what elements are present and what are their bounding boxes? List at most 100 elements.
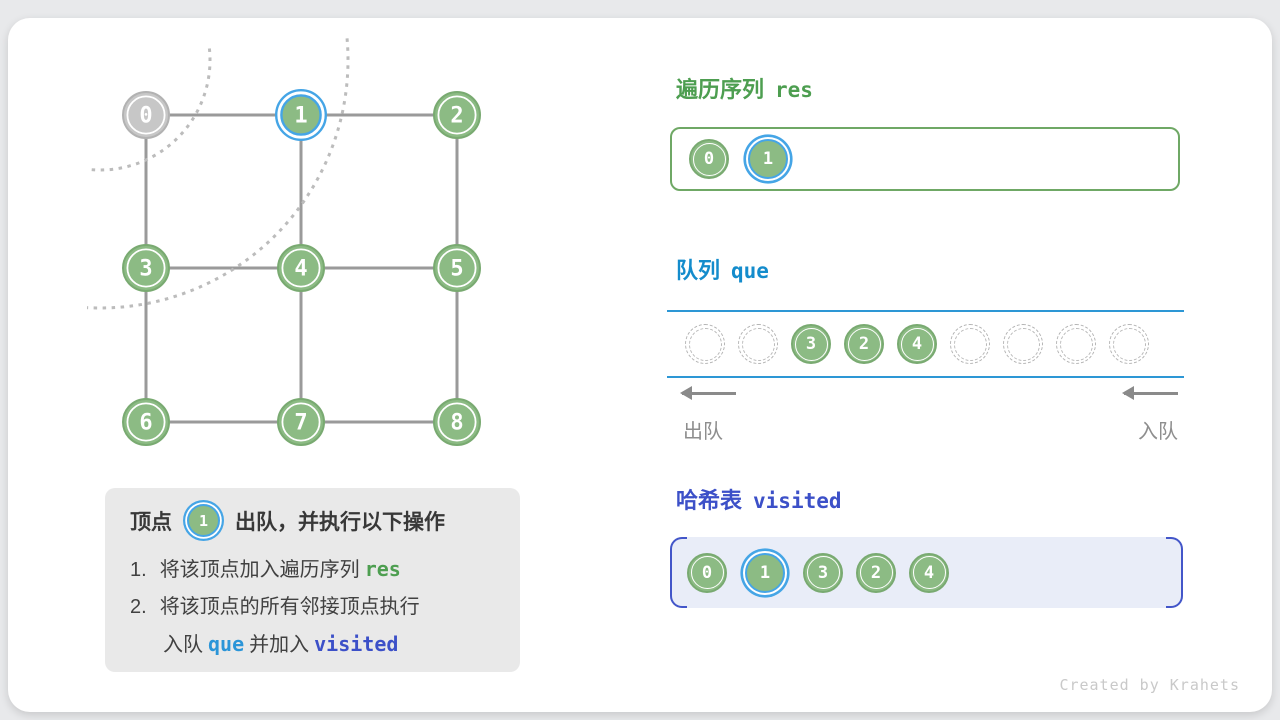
- step-1-number: 1.: [130, 559, 147, 581]
- vertex-chip-label: 1: [759, 562, 771, 583]
- queue-section-title: 队列 que: [676, 253, 769, 285]
- node-inner-ring: [281, 248, 321, 288]
- node-body: [433, 398, 481, 446]
- vertex-chip-0: 0: [689, 139, 729, 179]
- vertex-chip-4: 4: [909, 552, 949, 593]
- vertex-chip-1: 1: [745, 552, 785, 593]
- graph-node-0: 0: [122, 91, 170, 139]
- node-inner-ring: [281, 402, 321, 442]
- step-1-text: 将该顶点加入遍历序列: [159, 559, 360, 581]
- vertex-chip-2: 2: [844, 324, 884, 364]
- node-label: 7: [294, 411, 307, 436]
- node-inner-ring: [437, 248, 477, 288]
- empty-slot: [1056, 324, 1096, 364]
- bfs-wavefront-arc: [86, 38, 350, 310]
- enqueue-arrow-icon: [1122, 386, 1178, 400]
- queue-channel: 3 2 4: [667, 310, 1184, 378]
- step-2b-code-visited: visited: [314, 632, 399, 656]
- step-2-text: 将该顶点的所有邻接顶点执行: [159, 596, 420, 618]
- node-label: 5: [450, 257, 463, 282]
- empty-slot: [1003, 324, 1043, 364]
- step-2: 2. 将该顶点的所有邻接顶点执行: [130, 589, 520, 626]
- graph-node-8: 8: [433, 398, 481, 446]
- step-2-number: 2.: [130, 596, 147, 618]
- visited-section-title: 哈希表 visited: [676, 483, 842, 515]
- empty-slot: [685, 324, 725, 364]
- node-body: [122, 398, 170, 446]
- step-2b-code-que: que: [208, 632, 245, 656]
- node-body: [122, 91, 170, 139]
- node-label: 2: [450, 104, 463, 129]
- dequeue-label: 出队: [683, 421, 723, 443]
- node-inner-ring: [126, 95, 166, 135]
- empty-slot: [738, 324, 778, 364]
- graph-node-2: 2: [433, 91, 481, 139]
- vertex-chip-label: 0: [703, 149, 715, 169]
- graph-node-4: 4: [277, 244, 325, 292]
- visited-title-code: visited: [753, 489, 842, 513]
- queue-title-zh: 队列: [676, 258, 721, 283]
- dequeue-arrow-icon: [680, 386, 736, 400]
- graph-node-3: 3: [122, 244, 170, 292]
- visited-set: 0 1 3 2 4: [687, 552, 949, 593]
- res-title-zh: 遍历序列: [676, 77, 765, 102]
- operation-headline: 顶点 1 出队，并执行以下操作: [130, 501, 520, 540]
- res-section-title: 遍历序列 res: [676, 72, 813, 104]
- credit-text: Created by Krahets: [1059, 676, 1240, 694]
- empty-slot: [950, 324, 990, 364]
- node-body: [433, 91, 481, 139]
- node-body: [122, 244, 170, 292]
- vertex-chip-0: 0: [687, 552, 727, 593]
- node-body: [433, 244, 481, 292]
- node-label: 4: [294, 257, 307, 282]
- graph-node-1: 1: [275, 88, 328, 141]
- vertex-chip-label: 4: [911, 334, 923, 354]
- node-label: 3: [139, 257, 152, 282]
- vertex-chip-label: 4: [923, 562, 935, 583]
- step-2b-text-b: 并加入: [249, 634, 310, 656]
- vertex-chip-label: 2: [858, 334, 870, 354]
- node-label: 6: [139, 411, 152, 436]
- node-body: [277, 398, 325, 446]
- bfs-grid-graph: 0 1 2 3 4 5 6 7 8: [86, 38, 481, 446]
- node-inner-ring: [437, 402, 477, 442]
- vertex-chip-label: 0: [701, 562, 713, 583]
- vertex-chip-label: 3: [805, 334, 817, 354]
- vertex-chip-1: 1: [748, 139, 788, 179]
- current-vertex-chip: 1: [187, 504, 220, 537]
- node-label: 1: [294, 104, 307, 129]
- node-label: 8: [450, 411, 463, 436]
- vertex-chip-label: 3: [817, 562, 829, 583]
- vertex-chip-label: 2: [870, 562, 882, 583]
- queue-title-code: que: [731, 259, 769, 283]
- vertex-chip-2: 2: [856, 552, 896, 593]
- vertex-chip-label: 1: [762, 149, 774, 169]
- queue-slots: 3 2 4: [685, 324, 1149, 364]
- node-inner-ring: [437, 95, 477, 135]
- node-inner-ring: [126, 402, 166, 442]
- visited-set-box: 0 1 3 2 4: [670, 537, 1183, 608]
- graph-node-5: 5: [433, 244, 481, 292]
- node-inner-ring: [126, 248, 166, 288]
- visited-title-zh: 哈希表: [676, 488, 743, 513]
- empty-slot: [1109, 324, 1149, 364]
- vertex-chip-4: 4: [897, 324, 937, 364]
- enqueue-label: 入队: [1138, 421, 1178, 443]
- vertex-chip-3: 3: [791, 324, 831, 364]
- graph-node-7: 7: [277, 398, 325, 446]
- res-title-code: res: [775, 78, 813, 102]
- headline-suffix: 出队，并执行以下操作: [235, 510, 445, 534]
- step-1-code-res: res: [364, 557, 401, 581]
- current-vertex-label: 1: [198, 511, 209, 530]
- node-label: 0: [139, 104, 152, 129]
- graph-node-6: 6: [122, 398, 170, 446]
- step-2b-text-a: 入队: [163, 634, 203, 656]
- node-body: [280, 94, 322, 136]
